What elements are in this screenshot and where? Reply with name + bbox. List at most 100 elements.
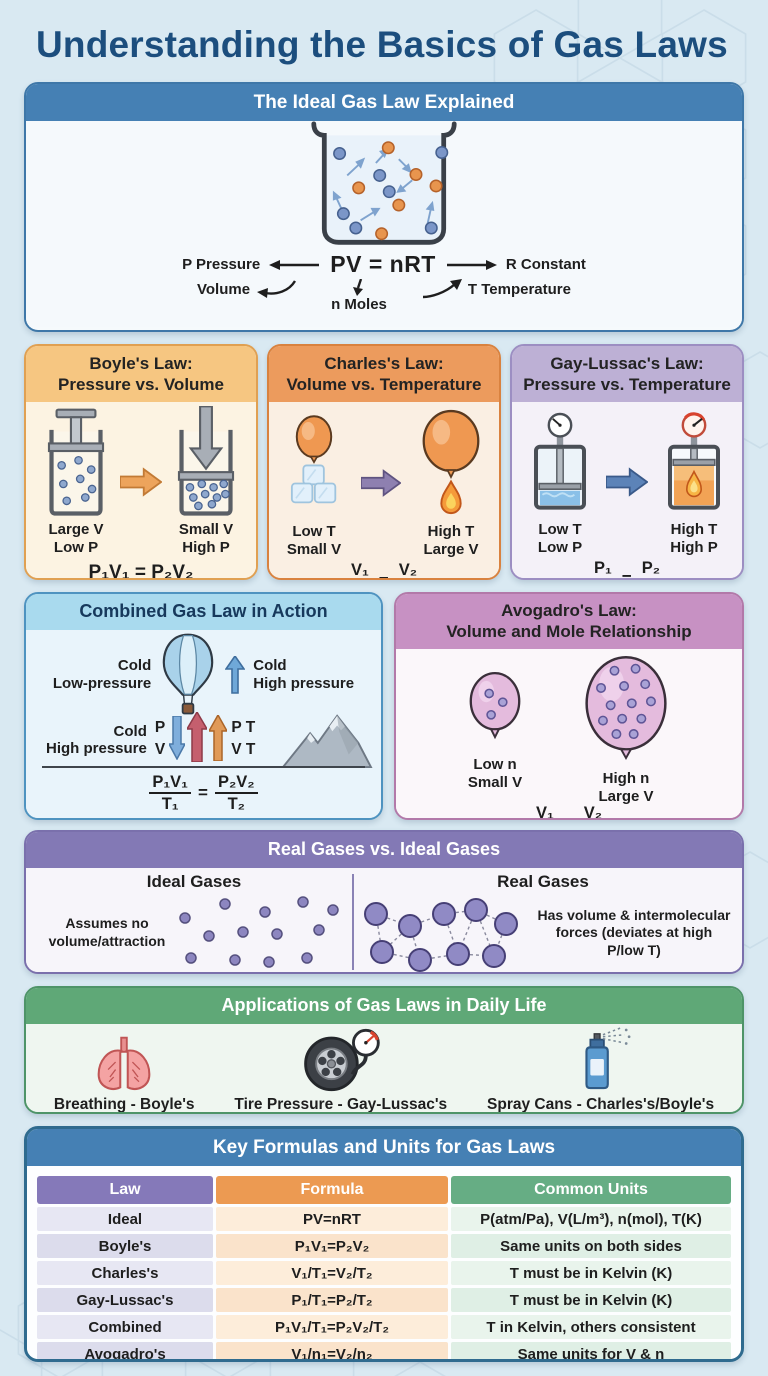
ground-line (42, 765, 365, 768)
hot-air-balloon-icon (162, 633, 214, 715)
volume-label-group: Volume (197, 279, 297, 299)
piston-compressed-icon (177, 406, 235, 517)
avogadro-title-line1: Avogadro's Law: (501, 601, 637, 620)
ideal-gas-formula-row: P Pressure PV = nRT R Constant (182, 251, 586, 278)
table-cell: V₁/T₁=V₂/T₂ (216, 1261, 448, 1286)
table-cell: Charles's (37, 1261, 213, 1286)
down-arrow-icon (352, 279, 363, 297)
small-molecule-balloon-icon (469, 671, 521, 740)
formula-table-head: Law Formula Common Units (37, 1176, 731, 1205)
table-cell: P(atm/Pa), V(L/m³), n(mol), T(K) (451, 1207, 731, 1232)
moles-label: n Moles (331, 296, 387, 314)
table-cell: T must be in Kelvin (K) (451, 1261, 731, 1286)
applications-body: Breathing - Boyle's Tire (26, 1023, 742, 1113)
table-cell: Same units for V & n (451, 1342, 731, 1359)
spray-cans-label: Spray Cans - Charles's/Boyle's (487, 1095, 715, 1113)
charles-title-line2: Volume vs. Temperature (286, 374, 482, 394)
avogadro-law-panel: Avogadro's Law: Volume and Mole Relation… (394, 592, 744, 820)
charles-title-line1: Charles's Law: (324, 354, 444, 373)
gauge-container-hot-icon (668, 412, 720, 511)
table-cell: V₁/n₁=V₂/n₂ (216, 1342, 448, 1359)
boyle-title-line1: Boyle's Law: (89, 354, 193, 373)
column-header-law: Law (37, 1176, 213, 1205)
table-cell: P₁V₁/T₁=P₂V₂/T₂ (216, 1315, 448, 1340)
temperature-label: T Temperature (467, 280, 571, 298)
table-cell: Same units on both sides (451, 1234, 731, 1259)
formula-table-header: Key Formulas and Units for Gas Laws (27, 1129, 741, 1167)
ideal-gas-law-panel: The Ideal Gas Law Explained (24, 82, 744, 332)
tire-pressure-gauge-icon (303, 1028, 380, 1092)
left-arrow-icon (269, 259, 320, 270)
scattered-particles-icon (179, 896, 339, 968)
formula-table-panel: Key Formulas and Units for Gas Laws Law … (24, 1126, 744, 1362)
table-cell: P₁/T₁=P₂/T₂ (216, 1288, 448, 1313)
small-balloon-ice-icon (290, 415, 337, 504)
blue-up-arrow-icon (225, 655, 246, 694)
table-cell: T in Kelvin, others consistent (451, 1315, 731, 1340)
breathing-application: Breathing - Boyle's (54, 1034, 195, 1112)
large-balloon-flame-icon (422, 410, 480, 515)
ideal-gas-sublabels-row: Volume n Moles (197, 279, 571, 313)
gay-lussac-law-panel: Gay-Lussac's Law: Pressure vs. Temperatu… (510, 344, 744, 580)
piston-large-volume-icon (47, 409, 105, 517)
applications-header: Applications of Gas Laws in Daily Life (26, 988, 742, 1024)
divider (352, 874, 354, 970)
orange-arrow-icon (120, 467, 162, 497)
purple-arrow-icon (361, 468, 401, 497)
table-cell: Combined (37, 1315, 213, 1340)
red-up-arrow-icon (187, 711, 208, 762)
table-cell: PV=nRT (216, 1207, 448, 1232)
bonded-molecules-icon (364, 897, 518, 972)
ideal-gases-column: Ideal Gases Assumes no volume/attraction (36, 870, 352, 972)
table-cell: Avogadro's (37, 1342, 213, 1359)
ideal-gas-law-header: The Ideal Gas Law Explained (26, 84, 742, 122)
right-arrow-icon (446, 259, 497, 270)
real-vs-ideal-panel: Real Gases vs. Ideal Gases Ideal Gases A… (24, 830, 744, 974)
tire-pressure-application: Tire Pressure - Gay-Lussac's (234, 1028, 447, 1112)
table-cell: T must be in Kelvin (K) (451, 1288, 731, 1313)
real-vs-ideal-body: Ideal Gases Assumes no volume/attraction (26, 867, 742, 972)
charles-law-panel: Charles's Law: Volume vs. Temperature (267, 344, 501, 580)
volume-label: Volume (196, 280, 251, 298)
avogadro-title-line2: Volume and Mole Relationship (446, 621, 692, 641)
gay-lussac-law-header: Gay-Lussac's Law: Pressure vs. Temperatu… (512, 346, 742, 403)
boyle-law-panel: Boyle's Law: Pressure vs. Volume (24, 344, 258, 580)
curved-arrow-left-icon (257, 280, 297, 299)
mountain-icon (281, 714, 373, 768)
moles-label-group: n Moles (331, 279, 387, 313)
table-cell: Gay-Lussac's (37, 1288, 213, 1313)
column-header-formula: Formula (216, 1176, 448, 1205)
spray-can-application: Spray Cans - Charles's/Boyle's (487, 1026, 715, 1113)
table-cell: Ideal (37, 1207, 213, 1232)
boyle-formula: P₁V₁ = P₂V₂ (88, 561, 194, 580)
gauge-container-cold-icon (534, 413, 586, 511)
page-title: Understanding the Basics of Gas Laws (36, 24, 728, 65)
table-cell: P₁V₁=P₂V₂ (216, 1234, 448, 1259)
table-cell: Boyle's (37, 1234, 213, 1259)
